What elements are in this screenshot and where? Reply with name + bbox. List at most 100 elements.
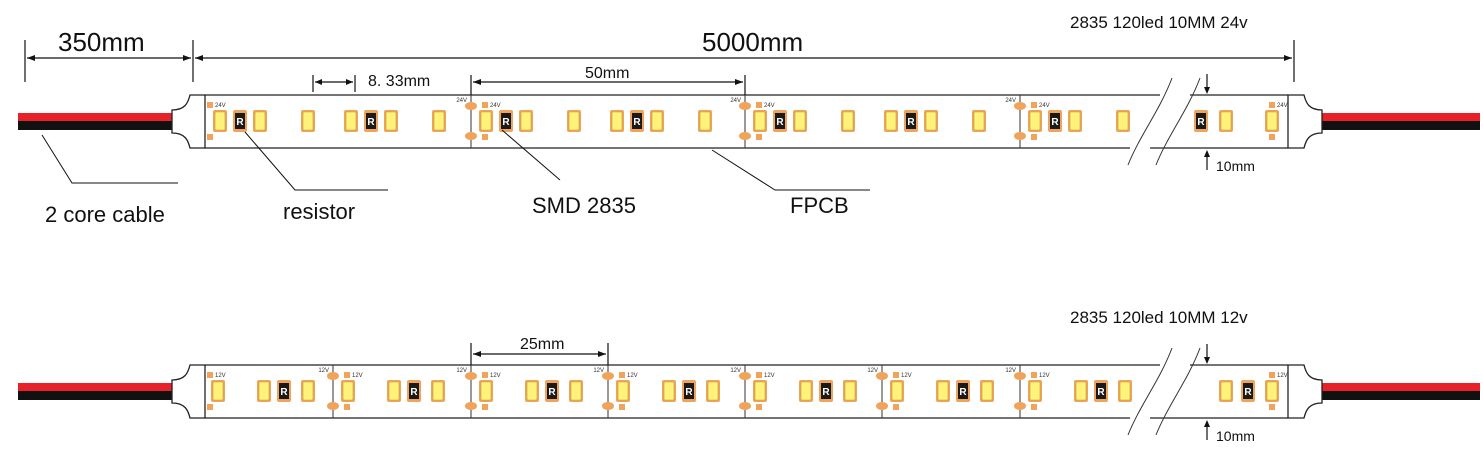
smd-led [1220,381,1232,401]
solder-pad [1031,134,1037,140]
solder-pad [876,372,888,380]
smd-callout: SMD 2835 [532,193,636,218]
resistor-mark: R [822,387,830,398]
resistor [1243,383,1253,399]
smd-led [651,111,663,131]
solder-pad [1014,102,1026,110]
width-label-12v: 10mm [1216,428,1255,444]
resistor-mark: R [959,387,967,398]
pad-voltage-label: 12V [764,373,775,379]
solder-pad [739,132,751,140]
smd-led [794,111,806,131]
solder-pad [482,134,488,140]
smd-led [1075,381,1087,401]
smd-led [214,111,226,131]
resistor [1096,383,1106,399]
smd-led [212,381,224,401]
break-mark [1127,77,1173,166]
resistor [279,383,289,399]
smd-led [520,111,532,131]
solder-pad [344,372,350,378]
pad-voltage-label: 24V [490,103,501,109]
dimensions-24v [24,40,1295,170]
pad-voltage-label: 12V [867,368,878,374]
pad-voltage-label: 24V [1039,103,1050,109]
solder-pad [602,372,614,380]
pad-voltage-label: 24V [215,103,226,109]
solder-pad [893,404,899,410]
segment-label-24v: 50mm [585,65,629,82]
smd-led [611,111,623,131]
resistor-mark: R [1244,387,1252,398]
smd-led [480,111,492,131]
resistor-callout: resistor [283,199,355,224]
pad-voltage-label: 12V [352,373,363,379]
smd-led [1266,111,1278,131]
solder-pad [1269,404,1275,410]
pad-voltage-label: 12V [318,368,329,374]
smd-led [663,381,675,401]
pad-voltage-label: 12V [593,368,604,374]
pad-voltage-label: 12V [1039,373,1050,379]
spec-12v: 2835 120led 10MM 12v [1070,308,1248,327]
smd-led [981,381,993,401]
resistor-mark: R [502,117,510,128]
solder-pad [1031,102,1037,108]
break-mark [1155,77,1201,166]
cable-callout: 2 core cable [45,202,165,227]
smd-led [1220,111,1232,131]
solder-pad [876,402,888,410]
resistor-mark: R [236,117,244,128]
smd-led [345,111,357,131]
smd-led [754,111,766,131]
smd-led [1266,381,1278,401]
smd-led [800,381,812,401]
solder-pad [465,132,477,140]
pad-voltage-label: 12V [901,373,912,379]
solder-pad [1031,404,1037,410]
spec-24v: 2835 120led 10MM 24v [1070,13,1248,32]
smd-led [754,381,766,401]
resistor-mark: R [1097,387,1105,398]
resistor [235,113,245,129]
smd-led [432,381,444,401]
smd-led [568,111,580,131]
pad-voltage-label: 24V [1277,103,1288,109]
resistor-mark: R [1051,117,1059,128]
right-end-cap [1287,364,1323,419]
pad-voltage-label: 24V [1005,98,1016,104]
total-length-label: 5000mm [702,27,803,57]
smd-led [433,111,445,131]
resistor [1196,113,1206,129]
resistor-mark: R [410,387,418,398]
resistor [632,113,642,129]
pad-voltage-label: 12V [456,368,467,374]
solder-pad [327,372,339,380]
solder-pad [756,372,762,378]
solder-pad [207,134,213,140]
smd-led [844,381,856,401]
solder-pad [739,402,751,410]
solder-pad [602,402,614,410]
smd-led [973,111,985,131]
resistor-mark: R [685,387,693,398]
solder-pad [1031,372,1037,378]
solder-pad [207,102,213,108]
resistor [409,383,419,399]
smd-led [254,111,266,131]
fpcb-callout: FPCB [790,193,849,218]
solder-pad [756,404,762,410]
solder-pad [893,372,899,378]
fpcb-body [205,364,1288,419]
solder-pad [1014,372,1026,380]
smd-led [388,381,400,401]
solder-pad [739,372,751,380]
smd-led [570,381,582,401]
resistor-mark: R [367,117,375,128]
smd-led [925,111,937,131]
right-end-cap [1287,94,1323,149]
smd-led [385,111,397,131]
smd-led [699,111,711,131]
smd-led [885,111,897,131]
